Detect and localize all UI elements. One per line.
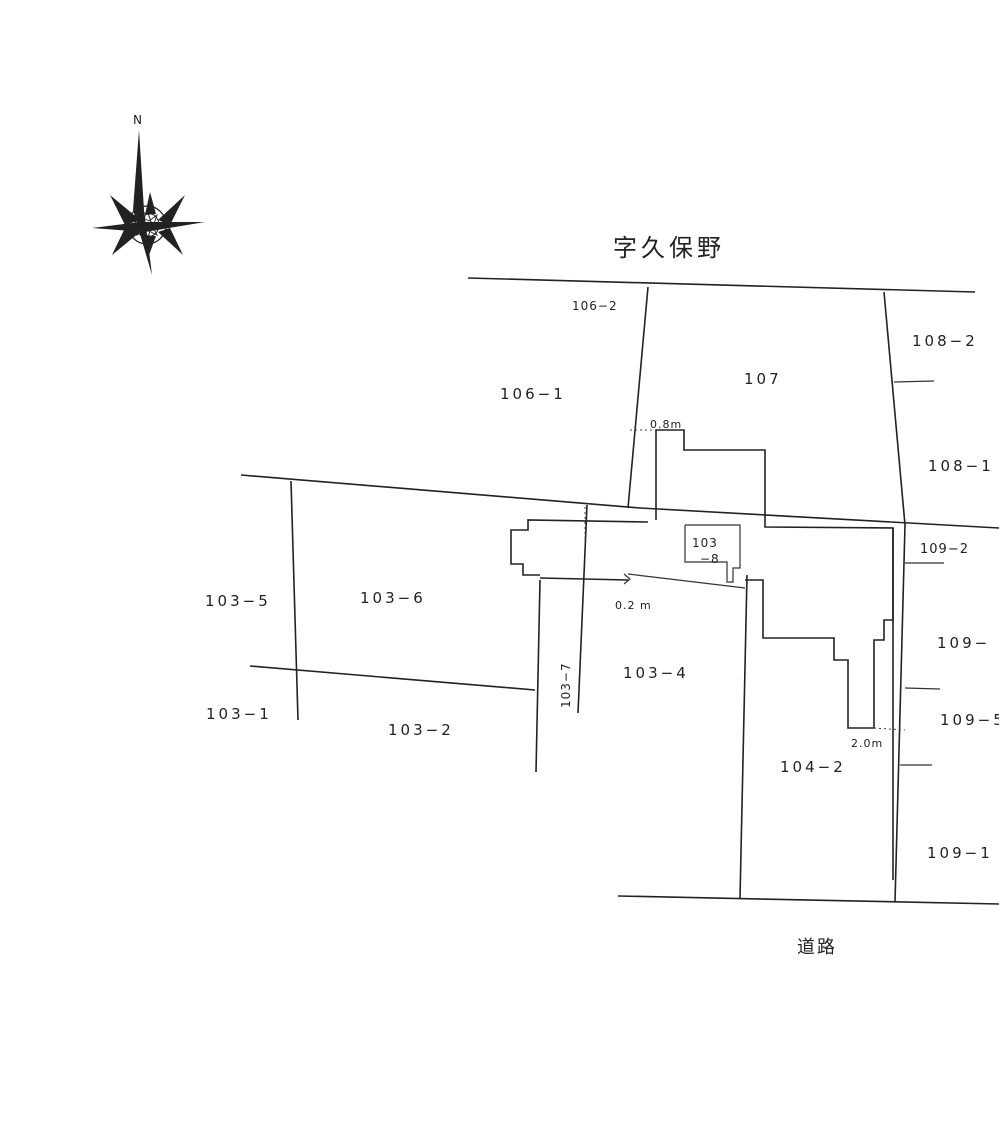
- parcel-106-1: 106−1: [500, 385, 566, 403]
- parcel-106-2: 106−2: [572, 299, 618, 313]
- parcel-103-8-bottom: −8: [700, 552, 720, 566]
- distance-0-2m: 0.2 m: [615, 599, 652, 612]
- parcel-108-2: 108−2: [912, 332, 978, 350]
- parcel-103-6: 103−6: [360, 589, 426, 607]
- parcel-103-4: 103−4: [623, 664, 689, 682]
- compass-rose-icon: N: [92, 113, 205, 275]
- parcel-103-1: 103−1: [206, 705, 272, 723]
- parcel-104-2: 104−2: [780, 758, 846, 776]
- parcel-109-x: 109−: [937, 634, 990, 652]
- area-name: 字久保野: [613, 234, 725, 262]
- parcel-103-8-top: 103: [692, 536, 718, 550]
- north-label: N: [133, 113, 142, 127]
- building-outline: [510, 429, 894, 729]
- parcel-103-7: 103−7: [559, 662, 573, 708]
- parcel-103-2: 103−2: [388, 721, 454, 739]
- parcel-109-1: 109−1: [927, 844, 993, 862]
- distance-2-0m: 2.0m: [851, 737, 883, 750]
- boundary-lines: [240, 277, 999, 905]
- distance-0-8m: 0.8m: [650, 418, 682, 431]
- road-label: 道路: [797, 937, 837, 958]
- parcel-108-1: 108−1: [928, 457, 994, 475]
- parcel-109-5: 109−5: [940, 711, 999, 729]
- parcel-103-5: 103−5: [205, 592, 271, 610]
- parcel-107: 107: [744, 370, 782, 388]
- parcel-109-2: 109−2: [920, 542, 969, 557]
